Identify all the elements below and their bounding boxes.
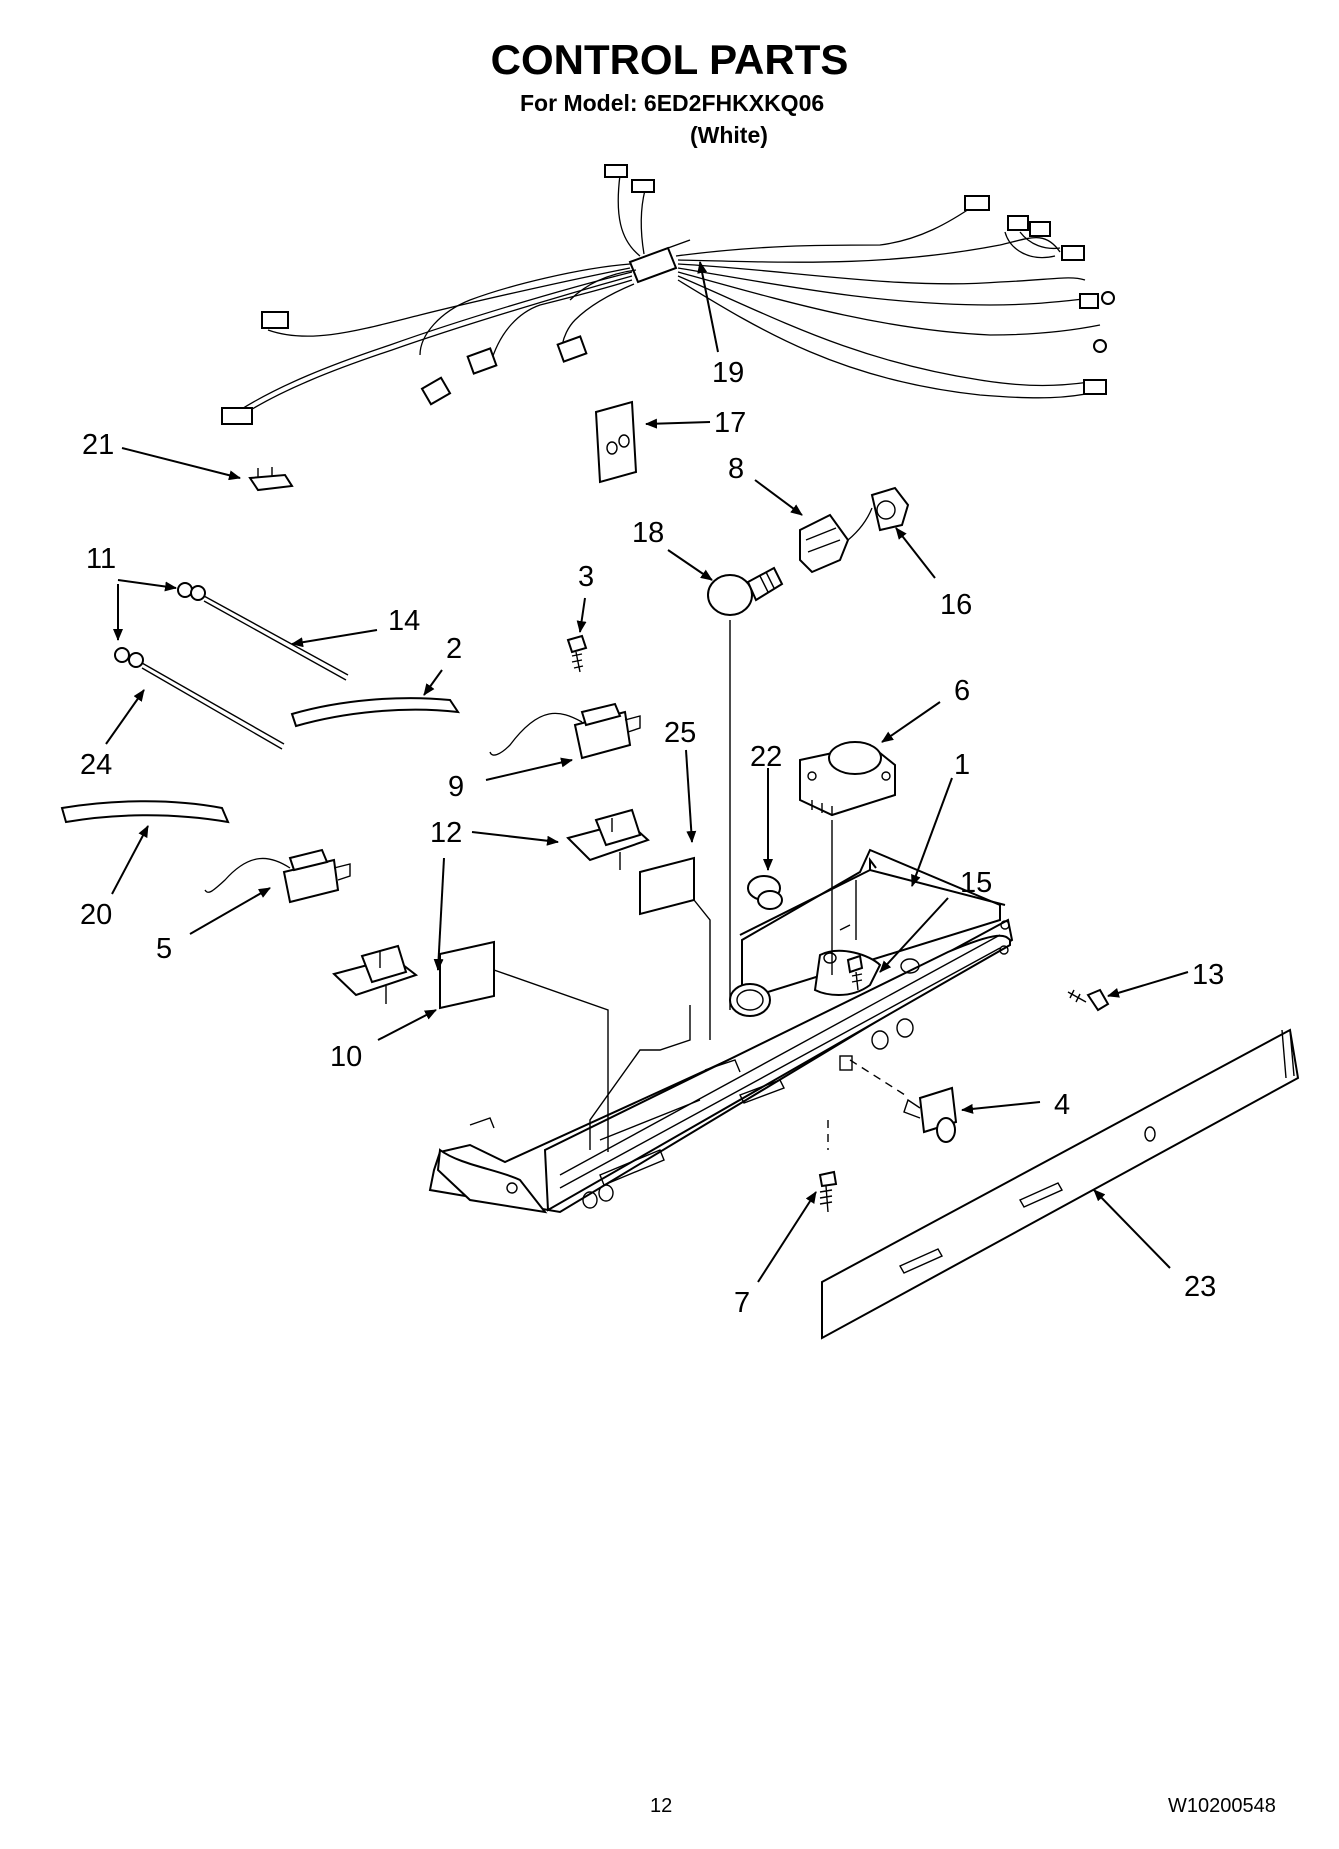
plug-button-part	[747, 875, 783, 910]
switch-part-9	[489, 702, 641, 760]
foam-pad-part	[594, 400, 638, 484]
wire-clip-part	[248, 467, 294, 492]
callout-22: 22	[750, 741, 782, 773]
callout-25: 25	[664, 717, 696, 749]
model-number: For Model: 6ED2FHKXKQ06	[520, 90, 825, 116]
callout-10: 10	[330, 1041, 362, 1073]
lamp-socket-part	[799, 486, 910, 574]
light-bulb-part	[707, 566, 784, 616]
screw-part-13	[1067, 988, 1110, 1012]
screw-part-3	[566, 634, 588, 673]
callout-7: 7	[734, 1287, 750, 1319]
callout-11: 11	[86, 543, 116, 575]
control-housing-part	[428, 848, 1014, 1214]
callout-16: 16	[940, 589, 972, 621]
bracket-parts-12	[332, 808, 650, 1004]
callout-14: 14	[388, 605, 420, 637]
switch-part-4	[903, 1086, 958, 1143]
callout-19: 19	[712, 357, 744, 389]
callout-21: 21	[82, 429, 114, 461]
wire-harness-part	[221, 164, 1115, 425]
screw-part-7	[818, 1170, 838, 1213]
callout-8: 8	[728, 453, 744, 485]
callout-9: 9	[448, 771, 464, 803]
screw-part-15	[846, 954, 864, 991]
callout-20: 20	[80, 899, 112, 931]
callout-arrows	[105, 261, 1189, 1283]
callout-12: 12	[430, 817, 462, 849]
switch-part-5	[204, 848, 351, 904]
guide-lines	[493, 620, 906, 1152]
defrost-timer-part	[799, 741, 896, 817]
model-color: (White)	[690, 122, 768, 148]
callout-6: 6	[954, 675, 970, 707]
tubing-parts	[114, 582, 349, 750]
callout-15: 15	[960, 867, 992, 899]
callout-17: 17	[714, 407, 746, 439]
callout-2: 2	[446, 633, 462, 665]
callout-1: 1	[954, 749, 970, 781]
callout-4: 4	[1054, 1089, 1070, 1121]
document-number: W10200548	[1168, 1795, 1276, 1817]
callout-3: 3	[578, 561, 594, 593]
page-number: 12	[650, 1795, 673, 1817]
callout-labels: 19 17 21 8 18 16 11 14 3 2 6 24 25 22 1 …	[80, 357, 1224, 1319]
callout-18: 18	[632, 517, 664, 549]
hose-parts	[60, 697, 461, 824]
front-panel-part	[821, 1028, 1300, 1340]
callout-5: 5	[156, 933, 172, 965]
callout-13: 13	[1192, 959, 1224, 991]
callout-23: 23	[1184, 1271, 1216, 1303]
callout-24: 24	[80, 749, 112, 781]
label-parts	[439, 856, 695, 1010]
page-title: CONTROL PARTS	[490, 36, 849, 83]
